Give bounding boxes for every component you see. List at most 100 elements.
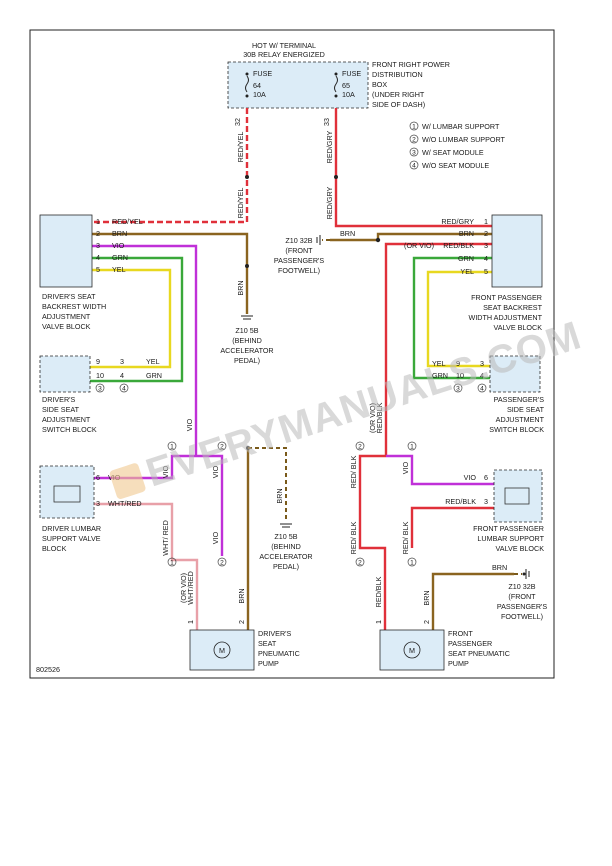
driver-backrest-label-3: ADJUSTMENT <box>42 312 91 321</box>
passenger-pin2-num: 2 <box>484 229 488 238</box>
passenger-redblk-lower: RED/BLK <box>374 576 383 607</box>
fuse-64-number: 64 <box>253 81 261 90</box>
passenger-vert-or-vio: (OR VIO) <box>368 403 377 433</box>
driver-switch-row1-pina: 9 <box>96 357 100 366</box>
header-line1: HOT W/ TERMINAL <box>252 41 316 50</box>
diagram-frame <box>29 29 555 679</box>
right-ground-name: Z10 32B <box>508 582 535 591</box>
passenger-pin1-wire: RED/GRY <box>441 217 474 226</box>
passenger-pin1-num: 1 <box>484 217 488 226</box>
legend-num-2: 2 <box>412 136 416 143</box>
wire-red-blk-passenger-lumbar <box>358 454 387 630</box>
driver-pin1-wire: RED/YEL <box>112 217 143 226</box>
passenger-motor-letter: M <box>409 646 415 655</box>
wire-vio-driver-pin3 <box>92 244 198 456</box>
driver-pin1-num: 1 <box>96 217 100 226</box>
driver-pin5-wire: YEL <box>112 265 126 274</box>
fuse65-wire-lower: RED/GRY <box>325 186 334 219</box>
passenger-switch-label-1: PASSENGER'S <box>494 395 545 404</box>
passenger-pump-label-3: SEAT PNEUMATIC <box>448 649 510 658</box>
fuse-box-label-1: FRONT RIGHT POWER <box>372 60 450 69</box>
driver-pump-pin2: 2 <box>237 620 246 624</box>
header-line2: 30B RELAY ENERGIZED <box>243 50 325 59</box>
driver-switch-label-3: ADJUSTMENT <box>42 415 91 424</box>
legend-text-2: W/O LUMBAR SUPPORT <box>422 135 506 144</box>
fuse-box-label-2: DISTRIBUTION <box>372 70 423 79</box>
driver-side-switch-block <box>39 355 91 393</box>
ground-symbol-left <box>241 315 253 320</box>
center-ground-loc-3: FOOTWELL) <box>278 266 320 275</box>
ground-symbol-center <box>316 235 321 245</box>
passenger-split-1-upper: 1 <box>410 443 414 450</box>
passenger-pin3-wire: RED/BLK <box>443 241 474 250</box>
center-ground-loc-1: (FRONT <box>285 246 313 255</box>
legend-text-3: W/ SEAT MODULE <box>422 148 484 157</box>
passenger-pump-label-4: PUMP <box>448 659 469 668</box>
driver-pump-label-3: PNEUMATIC <box>258 649 300 658</box>
fuse-64-rating: 10A <box>253 90 266 99</box>
passenger-pump-pin1: 1 <box>374 620 383 624</box>
driver-split-1-lower: 1 <box>170 559 174 566</box>
passenger-backrest-valve-block <box>491 214 543 288</box>
driver-backrest-valve-block <box>39 214 93 288</box>
driver-switch-label-1: DRIVER'S <box>42 395 76 404</box>
passenger-backrest-label-3: WIDTH ADJUSTMENT <box>469 313 543 322</box>
wire-grn-driver-pin4 <box>90 256 184 383</box>
passenger-lumbar-label-2: LUMBAR SUPPORT <box>477 534 544 543</box>
passenger-lumbar-pin3: 3 <box>484 497 488 506</box>
fuse-box-label-3: BOX <box>372 80 387 89</box>
fuse65-wire-upper: RED/GRY <box>325 130 334 163</box>
mid-ground-loc-3: PEDAL) <box>273 562 299 571</box>
passenger-pin5-num: 5 <box>484 267 488 276</box>
fuse64-wire-upper: RED/YEL <box>236 132 245 163</box>
wire-vio-passenger-lumbar <box>386 454 494 486</box>
mid-ground-loc-2: ACCELERATOR <box>259 552 312 561</box>
passenger-switch-circle-3: 3 <box>456 385 460 392</box>
fuse65-circuit: 33 <box>322 118 331 126</box>
driver-lumbar-valve-block <box>39 465 95 519</box>
mid-ground-name: Z10 5B <box>274 532 297 541</box>
driver-pump-pin1: 1 <box>186 620 195 624</box>
wire-brn-passenger-pump <box>431 572 514 630</box>
driver-lumbar-pin3: 3 <box>96 499 100 508</box>
passenger-lumbar-pin3-wire: RED/BLK <box>445 497 476 506</box>
driver-backrest-label-1: DRIVER'S SEAT <box>42 292 96 301</box>
driver-pin4-num: 4 <box>96 253 100 262</box>
driver-switch-row2-pina: 10 <box>96 371 104 380</box>
fuse-65-label: FUSE <box>342 69 361 78</box>
legend-text-4: W/O SEAT MODULE <box>422 161 489 170</box>
driver-pin3-num: 3 <box>96 241 100 250</box>
passenger-backrest-label-1: FRONT PASSENGER <box>471 293 542 302</box>
passenger-pin3-num: 3 <box>484 241 488 250</box>
mid-ground-loc-1: (BEHIND <box>271 542 301 551</box>
passenger-lumbar-valve-block <box>493 469 543 523</box>
wire-red-blk-passenger-lumbar-pin3 <box>410 506 494 548</box>
center-ground-wire: BRN <box>340 229 355 238</box>
left-ground-loc-1: (BEHIND <box>232 336 262 345</box>
driver-switch-circle-3: 3 <box>98 385 102 392</box>
passenger-pin4-wire: GRN <box>458 254 474 263</box>
fuse-64: FUSE 64 10A <box>245 69 272 99</box>
passenger-switch-row2-pina: 10 <box>456 371 464 380</box>
left-ground-loc-2: ACCELERATOR <box>220 346 273 355</box>
wire-yel-driver-pin5 <box>90 268 172 369</box>
wire-brn-passenger-pin2 <box>330 232 492 242</box>
passenger-motor-icon <box>403 641 421 659</box>
driver-vio-lower: VIO <box>211 531 220 544</box>
driver-lumbar-pin3-wire: WHT/RED <box>108 499 142 508</box>
wire-red-gry-fuse65 <box>334 108 492 228</box>
legend-num-3: 3 <box>412 149 416 156</box>
fuse-65: FUSE 65 10A <box>334 69 361 99</box>
passenger-redblk-mid-left: RED/ BLK <box>349 521 358 554</box>
splice-fuse64 <box>245 175 249 179</box>
passenger-switch-label-4: SWITCH BLOCK <box>489 425 544 434</box>
passenger-pin5-wire: YEL <box>460 267 474 276</box>
center-ground-loc-2: PASSENGER'S <box>274 256 325 265</box>
passenger-switch-row2-pinb: 4 <box>480 371 484 380</box>
passenger-pump-label-2: PASSENGER <box>448 639 492 648</box>
driver-pump-label-1: DRIVER'S <box>258 629 292 638</box>
right-ground-loc-1: (FRONT <box>508 592 536 601</box>
wire-pink-driver-lumbar <box>94 502 199 630</box>
driver-backrest-label-4: VALVE BLOCK <box>42 322 91 331</box>
